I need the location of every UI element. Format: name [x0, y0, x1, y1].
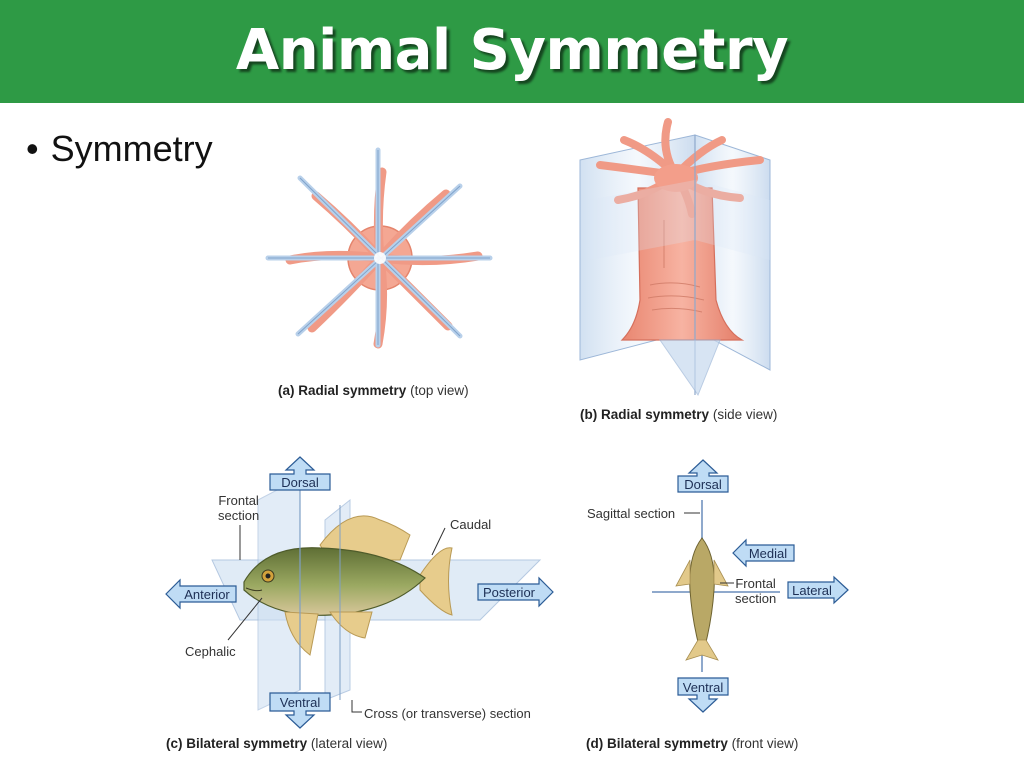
caption-d: (d) Bilateral symmetry (front view)	[586, 736, 799, 751]
dorsal-arrow-c	[269, 456, 331, 491]
bullet-dot: •	[26, 128, 39, 169]
posterior-arrow-c	[477, 576, 554, 608]
caption-b: (b) Radial symmetry (side view)	[580, 407, 778, 422]
label-anterior-c: Anterior	[184, 587, 230, 602]
radial-side-view	[579, 118, 771, 397]
medial-arrow-d	[732, 538, 795, 568]
caption-a: (a) Radial symmetry (top view)	[278, 383, 469, 398]
label-cephalic: Cephalic	[185, 644, 236, 659]
label-dorsal-c: Dorsal	[281, 475, 319, 490]
slide-title: Animal Symmetry	[235, 18, 789, 83]
label-cross-section: Cross (or transverse) section	[364, 706, 531, 721]
label-medial-d: Medial	[748, 546, 788, 561]
label-posterior-c: Posterior	[482, 585, 536, 600]
dorsal-arrow-d	[677, 459, 729, 493]
label-lateral-d: Lateral	[792, 583, 832, 598]
label-ventral-c: Ventral	[279, 695, 321, 710]
label-caudal: Caudal	[450, 517, 492, 532]
label-sagittal-section: Sagittal section	[587, 506, 676, 521]
bullet-item: • Symmetry	[26, 128, 213, 170]
bilateral-lateral-view	[165, 456, 554, 729]
bilateral-front-view	[652, 459, 849, 713]
radial-top-view	[265, 147, 493, 349]
ventral-arrow-c	[269, 692, 331, 729]
title-bar	[0, 0, 1024, 103]
lateral-arrow-d	[787, 575, 849, 605]
bullet-text: Symmetry	[50, 128, 213, 169]
caption-c: (c) Bilateral symmetry (lateral view)	[166, 736, 388, 751]
anterior-arrow-c	[165, 578, 237, 610]
ventral-arrow-d	[677, 677, 729, 713]
label-ventral-d: Ventral	[682, 680, 724, 695]
label-dorsal-d: Dorsal	[684, 477, 722, 492]
